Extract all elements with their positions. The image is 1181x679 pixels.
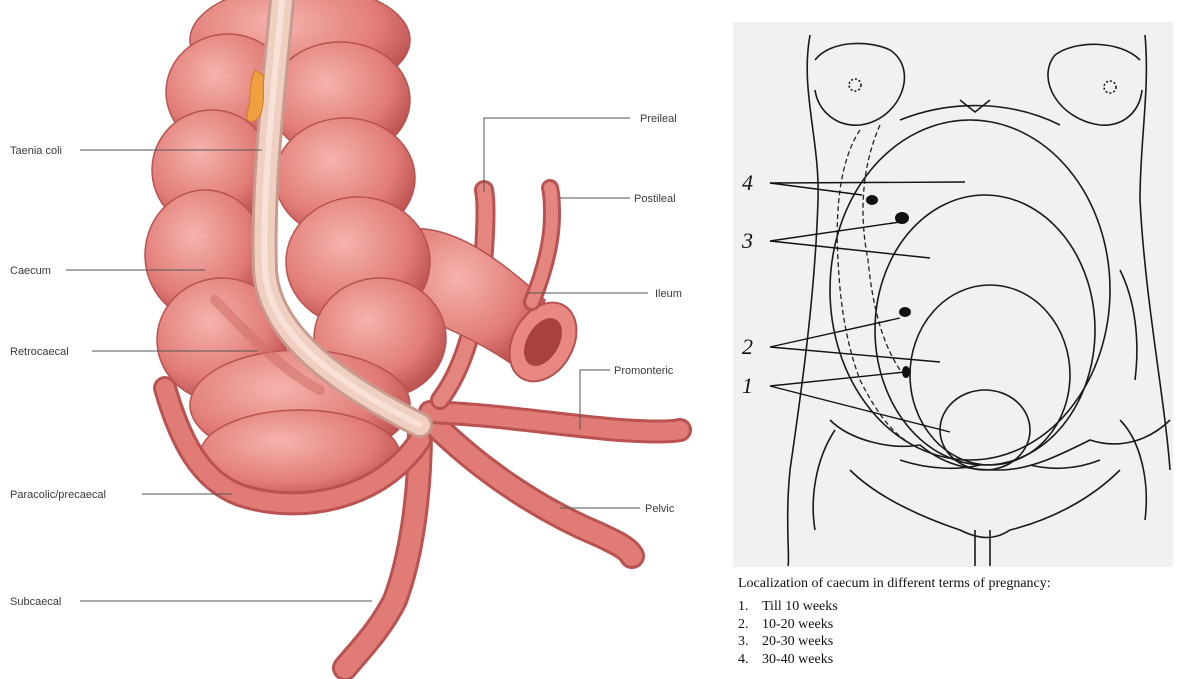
caption-title: Localization of caecum in different term… (738, 576, 1051, 592)
pregnancy-sketch: 4 3 2 1 (733, 22, 1173, 567)
marker-3: 3 (741, 228, 753, 253)
label-caecum: Caecum (10, 265, 51, 277)
caption-item: 4.30-40 weeks (738, 651, 838, 669)
label-taenia-coli: Taenia coli (10, 145, 62, 157)
label-postileal: Postileal (634, 193, 676, 205)
label-subcaecal: Subcaecal (10, 596, 61, 608)
caption-item: 1.Till 10 weeks (738, 598, 838, 616)
marker-1: 1 (742, 373, 753, 398)
label-pelvic: Pelvic (645, 503, 675, 515)
marker-4: 4 (742, 170, 753, 195)
caption-item: 3.20-30 weeks (738, 633, 838, 651)
caecum-illustration (145, 0, 680, 668)
label-promonteric: Promonteric (614, 365, 674, 377)
label-paracolic: Paracolic/precaecal (10, 489, 106, 501)
label-preileal: Preileal (640, 113, 677, 125)
label-retrocaecal: Retrocaecal (10, 346, 69, 358)
label-ileum: Ileum (655, 288, 682, 300)
caption-list: 1.Till 10 weeks 2.10-20 weeks 3.20-30 we… (738, 598, 838, 668)
caption-item: 2.10-20 weeks (738, 616, 838, 634)
marker-2: 2 (742, 334, 753, 359)
